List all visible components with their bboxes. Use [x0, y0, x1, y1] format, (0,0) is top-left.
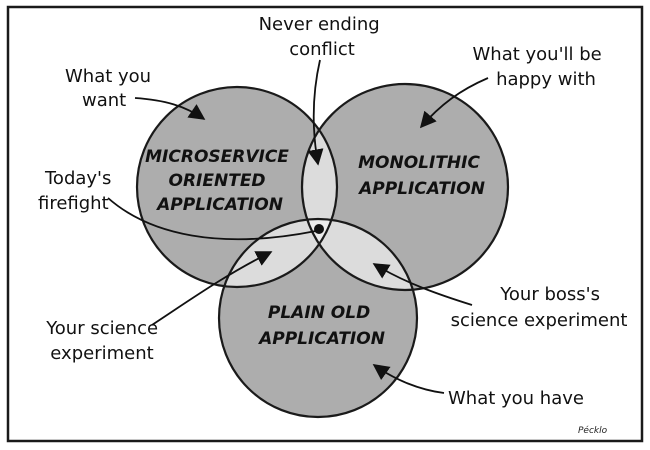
center-dot-marker: [314, 224, 324, 234]
pair-overlaps: [219, 87, 417, 290]
artist-signature: Pécklo: [578, 425, 608, 436]
arrow-what-you-have: [372, 364, 445, 394]
arrow-boss-science-experiment: [372, 263, 473, 306]
overlap-mono-plain: [302, 219, 417, 290]
circle-outlines: [135, 82, 510, 419]
monolithic-caption-line1: MONOLITHIC: [358, 153, 480, 173]
what-youll-be-happy-with-label: What you'll be happy with: [473, 44, 608, 90]
microservice-caption-line2: ORIENTED: [169, 171, 266, 191]
plain-old-caption-line1: PLAIN OLD: [268, 303, 370, 323]
what-you-have-label: What you have: [448, 388, 584, 409]
never-ending-conflict-label: Never ending conflict: [259, 14, 386, 60]
todays-firefight-label: Today's firefight: [38, 168, 117, 214]
what-you-want-label: What you want: [65, 66, 157, 111]
your-science-experiment-label: Your science experiment: [45, 318, 164, 364]
arrow-todays-firefight: [107, 197, 317, 241]
arrow-happy-with: [419, 77, 489, 129]
arrow-your-science-experiment: [151, 251, 273, 326]
arrow-what-you-want: [134, 97, 206, 120]
monolithic-caption-line2: APPLICATION: [357, 179, 485, 199]
annotation-arrows: [107, 59, 489, 394]
your-boss-science-experiment-label: Your boss's science experiment: [451, 284, 628, 331]
arrow-never-ending-conflict: [307, 59, 324, 166]
plain-old-caption-line2: APPLICATION: [257, 329, 385, 349]
overlap-micro-plain: [219, 219, 337, 287]
outer-frame: [6, 5, 644, 443]
monolithic-caption: MONOLITHIC APPLICATION: [357, 153, 486, 199]
microservice-caption-line1: MICROSERVICE: [145, 147, 289, 167]
microservice-caption: MICROSERVICE ORIENTED APPLICATION: [145, 147, 295, 215]
microservice-caption-line3: APPLICATION: [155, 195, 283, 215]
plain-old-caption: PLAIN OLD APPLICATION: [257, 303, 385, 349]
